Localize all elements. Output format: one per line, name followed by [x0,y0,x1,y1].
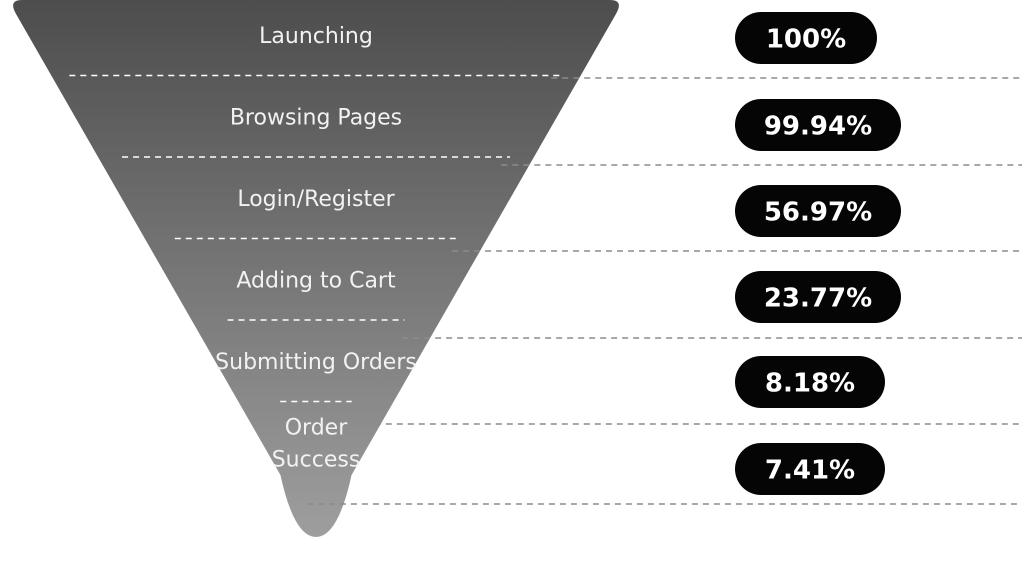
value-pill [735,356,885,408]
stage-label-line: Launching [259,24,373,49]
separator-lines [69,74,1022,505]
stage-label-line: Login/Register [237,187,395,212]
stage-label: Submitting Orders [215,350,417,375]
stage-label: Login/Register [237,187,395,212]
stage-label: Browsing Pages [230,106,402,131]
stage-label-line: Success [272,448,361,473]
value-pill [735,99,901,151]
value-label: 56.97% [764,198,872,228]
value-pill [735,443,885,495]
value-pill [735,12,877,64]
stage-label-line: Submitting Orders [215,350,417,375]
stage-label-line: Adding to Cart [236,269,396,294]
value-pills: 100% 99.94% 56.97% 23.77% 8.18% 7.41% [735,12,901,495]
funnel-shape [13,0,619,537]
value-pill [735,185,901,237]
value-label: 23.77% [764,284,872,314]
value-label: 7.41% [765,456,855,486]
value-label: 99.94% [764,112,872,142]
value-pill [735,271,901,323]
stage-label-line: Order [285,416,348,441]
stage-label: Adding to Cart [236,269,396,294]
stage-label: Launching [259,24,373,49]
value-label: 8.18% [765,369,855,399]
value-label: 100% [766,25,846,55]
stage-label-line: Browsing Pages [230,106,402,131]
